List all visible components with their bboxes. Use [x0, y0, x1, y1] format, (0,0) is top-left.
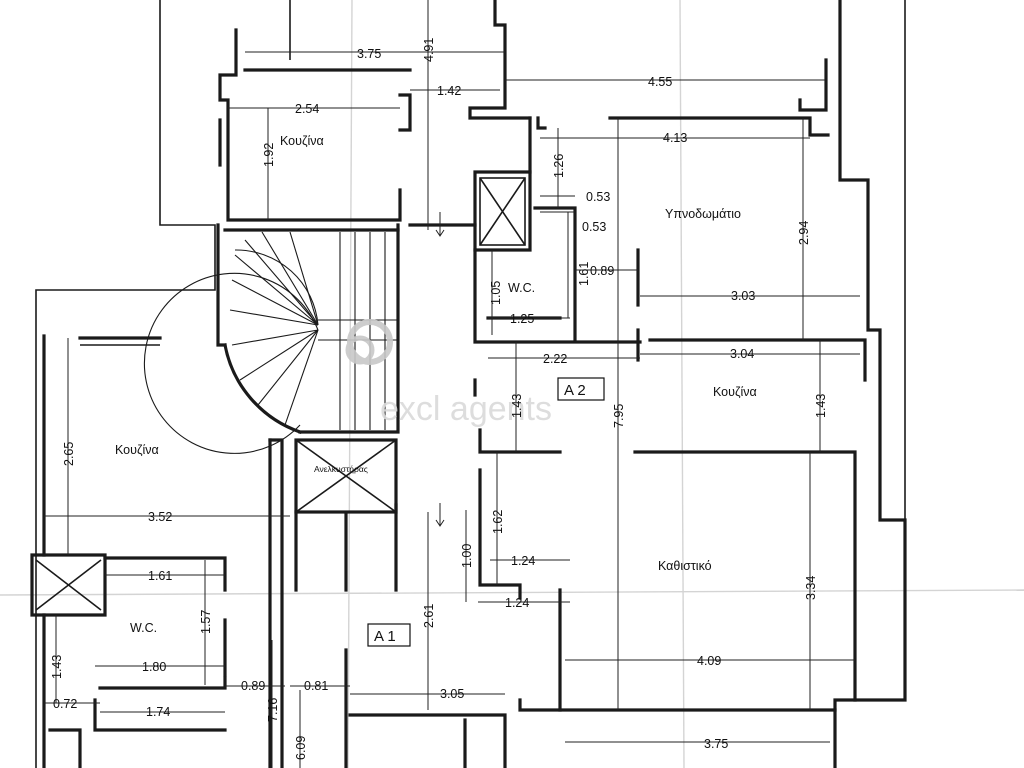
dim-label: 1.24: [505, 596, 529, 610]
dim-label: 0.53: [586, 190, 610, 204]
dim-label: 2.22: [543, 352, 567, 366]
room-label-living: Καθιστικό: [658, 559, 712, 573]
dim-label: 3.34: [804, 576, 818, 600]
room-label-kitchen-a1: Κουζίνα: [115, 443, 159, 457]
dim-label: 7.16: [266, 698, 280, 722]
dim-label: 1.24: [511, 554, 535, 568]
dim-label: 1.43: [510, 394, 524, 418]
unit-labels: A 2 A 1: [367, 377, 605, 647]
elevator: [268, 438, 398, 768]
entry-arrows: [435, 212, 445, 527]
room-label-kitchen-top: Κουζίνα: [280, 134, 324, 148]
dimension-labels-vertical: 4.91 1.92 1.26 2.94 1.61 1.05 1.43 7.95 …: [50, 38, 828, 760]
dim-label: 4.91: [422, 38, 436, 62]
room-label-bedroom: Υπνοδωμάτιο: [665, 207, 741, 221]
dim-label: 3.52: [148, 510, 172, 524]
room-label-elevator: Ανελκυστήρας: [314, 464, 368, 474]
dim-label: 3.04: [730, 347, 754, 361]
dim-label: 3.05: [440, 687, 464, 701]
dim-label: 3.03: [731, 289, 755, 303]
a1-walls: [30, 334, 507, 768]
dim-label: 0.89: [241, 679, 265, 693]
dim-label: 1.92: [262, 143, 276, 167]
dim-label: 1.42: [437, 84, 461, 98]
dim-label: 0.53: [582, 220, 606, 234]
top-kitchen-walls: [218, 0, 532, 227]
dim-label: 1.25: [510, 312, 534, 326]
dim-label: 3.75: [704, 737, 728, 751]
dim-label: 3.75: [357, 47, 381, 61]
dim-label: 1.74: [146, 705, 170, 719]
dim-label: 0.81: [304, 679, 328, 693]
dim-label: 4.13: [663, 131, 687, 145]
dim-label: 1.43: [814, 394, 828, 418]
dimension-lines: [44, 0, 860, 768]
room-label-wc-a1: W.C.: [130, 621, 157, 635]
watermark: excl agents: [345, 319, 552, 428]
dim-label: 1.05: [489, 281, 503, 305]
dim-label: 2.94: [797, 221, 811, 245]
dim-label: 1.57: [199, 610, 213, 634]
dimension-labels-horizontal: 3.75 4.55 1.42 2.54 4.13 0.53 0.53 0.89 …: [53, 47, 755, 751]
dim-label: 1.00: [460, 544, 474, 568]
unit-label-a1: A 1: [374, 628, 396, 645]
dim-label: 7.95: [612, 404, 626, 428]
dim-label: 4.55: [648, 75, 672, 89]
dim-label: 1.80: [142, 660, 166, 674]
watermark-text: excl agents: [380, 390, 552, 428]
dim-label: 1.61: [148, 569, 172, 583]
unit-label-a2: A 2: [564, 382, 586, 399]
dim-label: 6.09: [294, 736, 308, 760]
dim-label: 0.89: [590, 264, 614, 278]
staircase: [143, 223, 400, 454]
dim-label: 2.61: [422, 604, 436, 628]
dim-label: 0.72: [53, 697, 77, 711]
room-label-kitchen-a2: Κουζίνα: [713, 385, 757, 399]
dim-label: 1.62: [491, 510, 505, 534]
dim-label: 4.09: [697, 654, 721, 668]
outer-walls: [35, 0, 907, 768]
room-label-wc-top: W.C.: [508, 281, 535, 295]
dim-label: 2.54: [295, 102, 319, 116]
dim-label: 2.65: [62, 442, 76, 466]
dim-label: 1.26: [552, 154, 566, 178]
dim-label: 1.61: [577, 262, 591, 286]
room-labels: Κουζίνα Υπνοδωμάτιο W.C. Κουζίνα Κουζίνα…: [115, 134, 757, 635]
dim-label: 1.43: [50, 655, 64, 679]
